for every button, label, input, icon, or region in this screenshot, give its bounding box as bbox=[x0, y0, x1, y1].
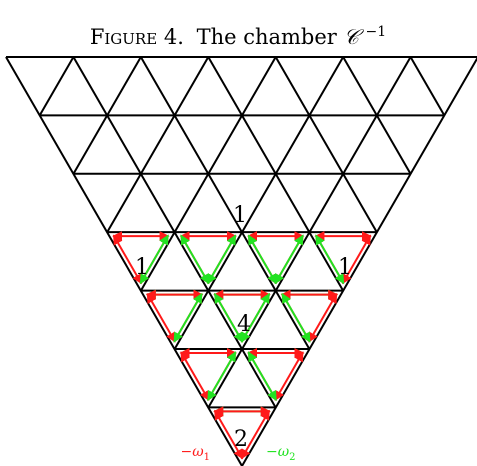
green-wall bbox=[139, 234, 169, 285]
red-wall bbox=[146, 292, 176, 343]
green-wall bbox=[247, 234, 278, 285]
red-wall bbox=[308, 292, 338, 343]
omega-left-label: −ω1 bbox=[180, 444, 210, 463]
green-wall bbox=[315, 234, 345, 285]
grid-diagonal-line bbox=[274, 56, 378, 233]
green-wall bbox=[173, 292, 203, 343]
grid-diagonal-line bbox=[139, 56, 311, 350]
grid-diagonal-line bbox=[5, 56, 243, 466]
grid-diagonal-line bbox=[72, 56, 142, 175]
red-wall bbox=[180, 351, 210, 402]
grid-diagonal-line bbox=[207, 56, 412, 409]
chamber-walls bbox=[112, 231, 372, 460]
grid-diagonal-line bbox=[409, 56, 446, 116]
grid-diagonal-line bbox=[106, 56, 210, 233]
label-top: 1 bbox=[233, 203, 247, 228]
green-wall bbox=[180, 234, 210, 285]
grid-diagonal-line bbox=[38, 56, 75, 116]
red-wall bbox=[213, 409, 244, 460]
green-wall bbox=[247, 351, 278, 402]
green-wall bbox=[213, 292, 244, 343]
green-wall bbox=[206, 234, 237, 285]
red-wall bbox=[274, 351, 304, 402]
red-wall bbox=[341, 234, 372, 285]
red-wall bbox=[112, 234, 143, 285]
green-wall bbox=[281, 292, 311, 343]
label-bottom: 2 bbox=[234, 427, 248, 452]
label-right: 1 bbox=[338, 255, 352, 280]
green-wall bbox=[274, 234, 304, 285]
grid-diagonal-line bbox=[241, 56, 477, 466]
green-wall bbox=[240, 292, 271, 343]
label-center: 4 bbox=[237, 312, 251, 337]
green-wall bbox=[206, 351, 237, 402]
grid-diagonal-line bbox=[173, 56, 345, 350]
label-left: 1 bbox=[135, 255, 149, 280]
omega-right-label: −ω2 bbox=[266, 444, 296, 463]
red-wall bbox=[240, 409, 271, 460]
triangle-grid bbox=[5, 56, 477, 466]
figure-caption: Figure 4. The chamber 𝒞 −1 bbox=[90, 24, 386, 49]
